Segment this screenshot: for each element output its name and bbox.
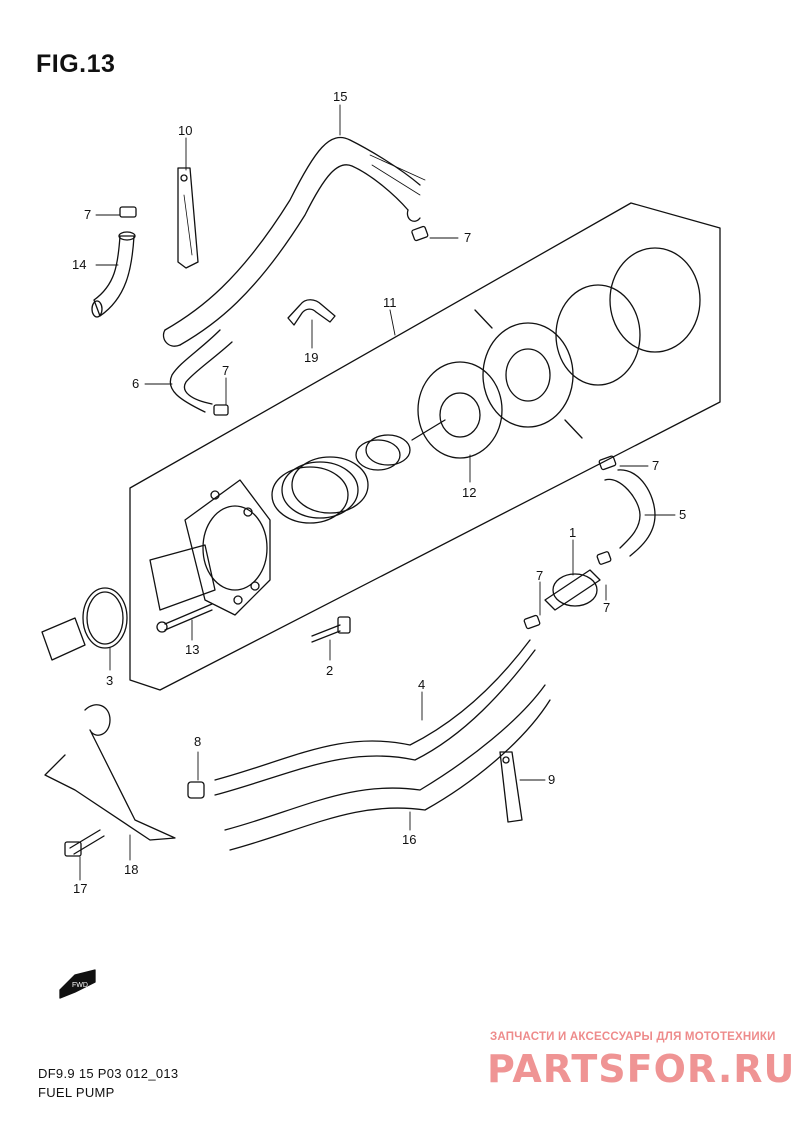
callout-4: 4 [418,677,425,692]
callout-17: 19 [304,350,318,365]
part-16-hose [224,684,551,851]
part-3-o-ring [41,587,128,661]
part-17-clip [287,299,336,326]
callout-10: 10 [178,123,192,138]
callout-13: 13 [185,642,199,657]
callout-16: 16 [402,832,416,847]
callout-11: 11 [383,295,397,310]
callout-7e: 7 [536,568,543,583]
assembly-enclosure-outline [129,202,721,691]
part-7-clamps [119,206,617,630]
callout-15: 15 [333,89,347,104]
part-2-bolt [311,616,351,643]
callout-labels: 15 10 7 14 7 11 19 6 7 12 7 5 1 7 7 13 2… [72,89,686,896]
callout-19: 17 [73,881,87,896]
part-6-hose [169,329,233,413]
part-14-elbow-hose [91,231,136,318]
fwd-arrow-icon: FWD [59,969,96,999]
callout-7c: 7 [222,363,229,378]
figure-name: FUEL PUMP [38,1085,115,1100]
callout-18: 18 [124,862,138,877]
callout-7f: 7 [603,600,610,615]
part-9-strap [499,751,523,823]
figure-code: DF9.9 15 P03 012_013 [38,1066,179,1081]
part-1-fuel-filter [544,569,601,611]
watermark-logo: PARTSFOR.RU [487,1047,796,1091]
part-15-hose [162,136,426,347]
callout-7a: 7 [84,207,91,222]
part-12-diaphragm [411,361,503,459]
part-4-hose [214,639,536,796]
figure-title: FIG.13 [36,50,116,78]
callout-8: 8 [194,734,201,749]
watermark-tagline: ЗАПЧАСТИ И АКСЕССУАРЫ ДЛЯ МОТОТЕХНИКИ [490,1031,776,1043]
callout-14: 14 [72,257,86,272]
callout-1: 1 [569,525,576,540]
callout-6: 6 [132,376,139,391]
part-13-bolt [156,603,213,633]
leader-lines [79,104,676,881]
callout-9: 9 [548,772,555,787]
callout-12: 12 [462,485,476,500]
pump-cover-gaskets [474,247,701,439]
callout-5: 5 [679,507,686,522]
part-19-bolt [64,829,105,857]
part-5-hose [604,469,656,557]
part-18-wire-clip [44,704,176,841]
pump-body [149,479,271,616]
pump-springs [271,434,411,524]
part-10-strap [177,167,199,269]
part-8-clamp [187,781,205,799]
callout-2: 2 [326,663,333,678]
callout-7d: 7 [652,458,659,473]
svg-text:FWD: FWD [72,982,88,989]
callout-7b: 7 [464,230,471,245]
callout-3: 3 [106,673,113,688]
